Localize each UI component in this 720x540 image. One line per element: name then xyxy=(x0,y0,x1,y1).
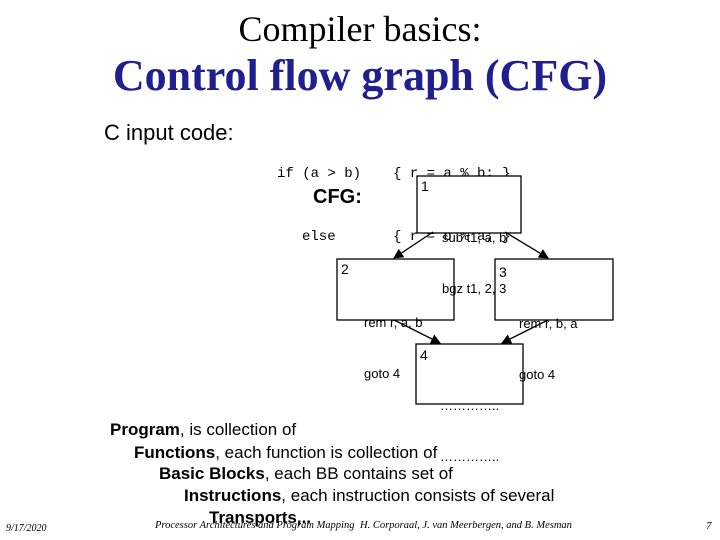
cfg-node-3-box xyxy=(494,258,614,321)
c-input-label: C input code: xyxy=(104,120,234,145)
code-line-if: if (a > b) xyxy=(277,166,362,182)
basic-blocks-line: Basic Blocks, each BB contains set of xyxy=(159,462,453,485)
cfg-node-2-line-2: goto 4 xyxy=(364,366,401,381)
cfg-node-4-number: 4 xyxy=(420,347,428,363)
cfg-node-1-line-1: sub t1, a, b xyxy=(442,230,507,245)
cfg-node-2-number: 2 xyxy=(341,261,349,277)
cfg-node-4-instructions: ………….. ………….. xyxy=(440,363,499,482)
transports-term: Transports,.. xyxy=(209,508,312,527)
instructions-desc: , each instruction consists of several xyxy=(281,486,555,505)
footer-page-number: 7 xyxy=(706,520,712,532)
footer-date: 9/17/2020 xyxy=(6,523,47,534)
program-term: Program xyxy=(110,420,180,439)
cfg-edge-1-3 xyxy=(504,231,549,259)
cfg-node-4-box xyxy=(415,343,524,405)
transports-line: Transports,.. xyxy=(209,506,311,529)
instructions-term: Instructions xyxy=(184,486,282,505)
cfg-node-3-line-2: goto 4 xyxy=(519,367,556,382)
cfg-edge-3-4 xyxy=(501,319,549,344)
slide-subtitle: Control flow graph (CFG) xyxy=(112,51,608,100)
functions-term: Functions xyxy=(134,443,216,462)
slide-title: Compiler basics: xyxy=(238,9,482,49)
program-desc: , is collection of xyxy=(179,420,297,439)
functions-desc: , each function is collection of xyxy=(215,443,438,462)
cfg-edge-1-2 xyxy=(393,231,434,259)
footer-authors: H. Corporaal, J. van Meerbergen, and B. … xyxy=(360,520,572,531)
cfg-node-1-line-2: bgz t1, 2, 3 xyxy=(442,281,507,296)
cfg-node-4-line-1: ………….. xyxy=(440,398,500,413)
cfg-node-1-box xyxy=(416,175,522,234)
cfg-node-1-number: 1 xyxy=(421,178,429,194)
cfg-node-2-box xyxy=(336,258,455,321)
cfg-node-3-line-1: rem r, b, a xyxy=(519,316,578,331)
cfg-edge-2-4 xyxy=(393,319,441,344)
cfg-node-3-instructions: rem r, b, a goto 4 xyxy=(519,281,578,400)
cfg-node-2-line-1: rem r, a, b xyxy=(364,315,423,330)
basic-blocks-term: Basic Blocks xyxy=(159,464,265,483)
instructions-line: Instructions, each instruction consists … xyxy=(184,484,554,507)
code-condition-block: if (a > b) else xyxy=(277,122,361,269)
code-line-else: else xyxy=(302,229,336,245)
cfg-node-4-line-2: ………….. xyxy=(440,449,500,464)
footer-course: Processor Architectures and Program Mapp… xyxy=(155,520,355,531)
cfg-node-3-number: 3 xyxy=(499,264,507,280)
functions-line: Functions, each function is collection o… xyxy=(134,441,437,464)
cfg-label: CFG: xyxy=(313,186,362,208)
cfg-node-1-instructions: sub t1, a, b bgz t1, 2, 3 xyxy=(442,195,506,314)
program-line: Program, is collection of xyxy=(110,418,296,441)
basic-blocks-desc: , each BB contains set of xyxy=(264,464,453,483)
cfg-node-2-instructions: rem r, a, b goto 4 xyxy=(364,280,423,399)
